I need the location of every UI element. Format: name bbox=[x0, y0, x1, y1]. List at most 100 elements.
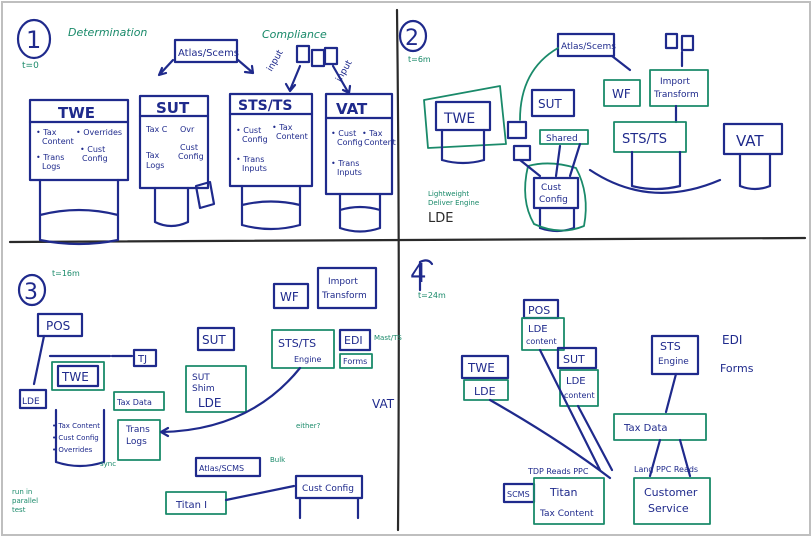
q2-wf-box bbox=[603, 79, 641, 107]
q3-forms: Forms bbox=[343, 357, 367, 366]
q3-pos: POS bbox=[46, 319, 70, 333]
q3-bulk: Bulk bbox=[270, 456, 286, 464]
q3-custconfig-box bbox=[294, 474, 364, 500]
q3-sut-box bbox=[196, 326, 236, 352]
q3-wf: WF bbox=[280, 290, 299, 304]
q3-note-3: test bbox=[12, 506, 26, 514]
q2-sut: SUT bbox=[538, 97, 562, 111]
q3-custconfig-db bbox=[298, 496, 360, 520]
q3-edi-box bbox=[338, 328, 372, 352]
q2-vat-link bbox=[588, 168, 722, 194]
q3-forms-box bbox=[339, 353, 373, 369]
q4-service: Service bbox=[648, 502, 689, 515]
q1-sut-l1: Tax C bbox=[145, 125, 168, 134]
q2-atlas-link bbox=[519, 47, 559, 121]
q3-twe-box bbox=[56, 364, 100, 388]
q1-vat-title: VAT bbox=[336, 100, 368, 118]
q1-sts-l2b: Content bbox=[276, 132, 308, 141]
q4-pos: POS bbox=[528, 304, 550, 317]
horizontal-divider bbox=[8, 236, 807, 244]
q2-sts-db bbox=[630, 150, 682, 191]
q3-tj: TJ bbox=[137, 354, 147, 365]
q3-transform: Transform bbox=[321, 291, 367, 301]
q2-vat-db bbox=[738, 152, 772, 191]
q4-forms: Forms bbox=[720, 362, 754, 375]
q1-twe-box bbox=[28, 98, 130, 182]
q4-titan-box bbox=[533, 477, 605, 525]
q2-sts: STS/TS bbox=[622, 132, 667, 147]
q2-time: t=6m bbox=[408, 55, 431, 64]
q1-sut-l3b: Logs bbox=[146, 161, 164, 170]
q1-sut-box bbox=[138, 94, 210, 190]
q1-sut-l4: Cust bbox=[180, 143, 198, 152]
q2-twe: TWE bbox=[443, 111, 475, 127]
quadrant-1: 1 t=0 Determination Compliance Atlas/Sce… bbox=[16, 18, 396, 246]
q1-twe-b1: • Tax bbox=[36, 128, 57, 137]
q3-number-circle bbox=[17, 273, 47, 307]
q2-note-1: Lightweight bbox=[428, 190, 469, 198]
q4-links bbox=[488, 348, 692, 480]
q4-lde-box bbox=[521, 317, 565, 351]
q1-vat-db bbox=[338, 192, 382, 233]
q2-twe-outline bbox=[423, 85, 507, 149]
q3-b2: • Cust Config bbox=[52, 434, 99, 442]
q2-note-2: Deliver Engine bbox=[428, 199, 479, 207]
q3-sync: sync bbox=[100, 460, 116, 468]
q2-atlas-box bbox=[556, 32, 616, 58]
q4-time: t=24m bbox=[418, 291, 446, 300]
q1-atlas: Atlas/Scems bbox=[178, 48, 239, 59]
q2-cust-box bbox=[532, 176, 580, 210]
q3-shim: Shim bbox=[192, 384, 215, 394]
q2-import: Import bbox=[660, 77, 690, 87]
q3-vat: VAT bbox=[372, 397, 395, 411]
q3-sts-outline bbox=[271, 329, 335, 369]
q3-import-box bbox=[316, 266, 378, 310]
q1-title: Determination bbox=[68, 26, 147, 39]
q4-sut-box bbox=[556, 346, 598, 370]
q3-sut-shim: SUT bbox=[192, 373, 210, 383]
q2-links bbox=[518, 142, 582, 178]
q3-transl-outline bbox=[117, 419, 161, 461]
q1-twe-b4b: Config bbox=[82, 154, 108, 163]
q1-twe-b1b: Content bbox=[42, 137, 74, 146]
q4-number: 4 bbox=[410, 259, 427, 289]
q1-sts-box bbox=[228, 92, 314, 188]
q3-logs: Logs bbox=[126, 437, 147, 447]
q3-twe-db bbox=[54, 408, 106, 468]
q1-twe-b2: • Overrides bbox=[76, 128, 122, 137]
q3-sut: SUT bbox=[202, 333, 226, 347]
q4-scms: SCMS bbox=[507, 490, 530, 499]
q1-vat-l3b: Inputs bbox=[337, 168, 362, 177]
q3-edi: EDI bbox=[344, 334, 363, 347]
q1-sts-title: STS/TS bbox=[238, 98, 292, 114]
q2-node-1 bbox=[506, 120, 528, 140]
q2-atlas-arrow bbox=[610, 54, 632, 72]
q1-atlas-arrow-left bbox=[157, 58, 175, 77]
q3-pos-box bbox=[36, 312, 84, 338]
q1-input-1: input bbox=[265, 48, 285, 73]
q2-doc-1 bbox=[664, 32, 679, 50]
q2-transform: Transform bbox=[653, 90, 699, 100]
q1-twe-title: TWE bbox=[58, 104, 95, 122]
q3-b3: • Overrides bbox=[52, 446, 93, 454]
q2-doc-2 bbox=[680, 34, 695, 52]
q1-sts-l3: • Trans bbox=[236, 155, 264, 164]
q4-content: content bbox=[526, 337, 557, 346]
q4-twe-lde-box bbox=[463, 379, 509, 401]
q4-tax-content: Tax Content bbox=[539, 509, 594, 519]
q1-sts-l3b: Inputs bbox=[242, 164, 267, 173]
q2-lde-outline bbox=[524, 162, 587, 232]
q1-doc-2 bbox=[310, 48, 326, 68]
q1-vat-l3: • Trans bbox=[331, 159, 359, 168]
q4-lang: Lang PPC Reads bbox=[634, 465, 698, 474]
q3-titan-box bbox=[165, 491, 227, 515]
q4-sut-lde: LDE bbox=[566, 376, 586, 387]
q2-vat-box bbox=[722, 122, 784, 156]
q3-titan: Titan I bbox=[175, 500, 207, 511]
q2-twe-box bbox=[434, 100, 492, 132]
q1-sts-l1b: Config bbox=[242, 135, 268, 144]
q1-compliance: Compliance bbox=[262, 28, 327, 41]
q4-twe-box bbox=[460, 354, 510, 380]
